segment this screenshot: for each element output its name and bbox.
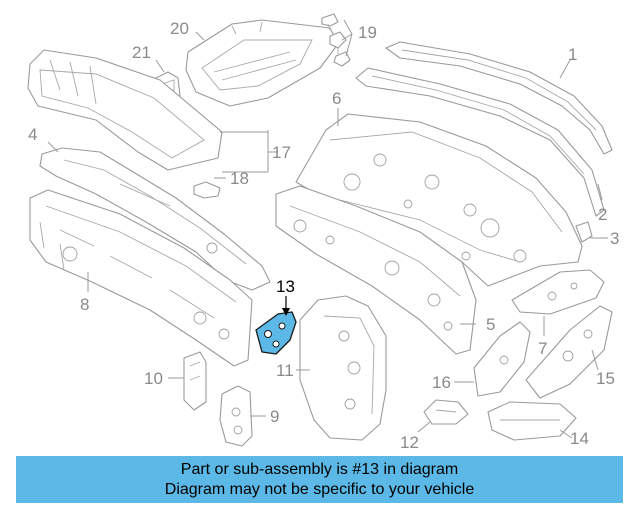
part-17 [27,49,223,171]
part-11 [299,295,387,441]
callout-19: 19 [358,23,377,42]
callout-13: 13 [276,277,295,296]
callout-20: 20 [170,19,189,38]
part-3 [575,221,593,243]
callout-3: 3 [610,229,619,248]
info-banner: Part or sub-assembly is #13 in diagram D… [16,456,623,503]
callout-12: 12 [400,433,419,452]
callout-8: 8 [80,295,89,314]
callout-10: 10 [144,369,163,388]
banner-line-1: Part or sub-assembly is #13 in diagram [180,461,459,478]
callout-15: 15 [596,369,615,388]
part-10 [183,351,207,411]
part-9 [219,385,253,447]
part-8 [29,189,253,367]
part-14 [487,401,577,441]
callout-4: 4 [28,125,37,144]
callout-1: 1 [568,45,577,64]
callout-14: 14 [570,429,589,448]
callout-7: 7 [538,339,547,358]
part-5 [275,185,477,355]
leader-lines [47,19,608,439]
part-1 [385,41,613,155]
callout-2: 2 [598,205,607,224]
callout-9: 9 [270,407,279,426]
callout-5: 5 [486,315,495,334]
part-4 [39,147,271,291]
part-15 [525,305,613,399]
part-13-highlight [255,311,297,355]
part-7 [511,269,605,315]
callout-11: 11 [276,361,294,380]
callout-numbers: 1 2 3 4 5 6 7 8 9 10 11 12 13 14 15 16 1… [28,19,619,452]
part-16 [473,321,531,397]
callout-17: 17 [272,143,291,162]
callout-13-arrow [282,296,290,316]
part-6 [295,113,583,287]
part-20 [185,19,339,107]
parts-diagram: 1 2 3 4 5 6 7 8 9 10 11 12 13 14 15 16 1… [27,13,619,452]
banner-line-2: Diagram may not be specific to your vehi… [164,481,475,498]
callout-6: 6 [332,89,341,108]
callout-16: 16 [432,373,451,392]
part-2 [355,67,605,217]
part-18 [193,181,221,199]
callout-18: 18 [230,169,249,188]
part-12 [423,399,469,425]
callout-21: 21 [132,43,151,62]
